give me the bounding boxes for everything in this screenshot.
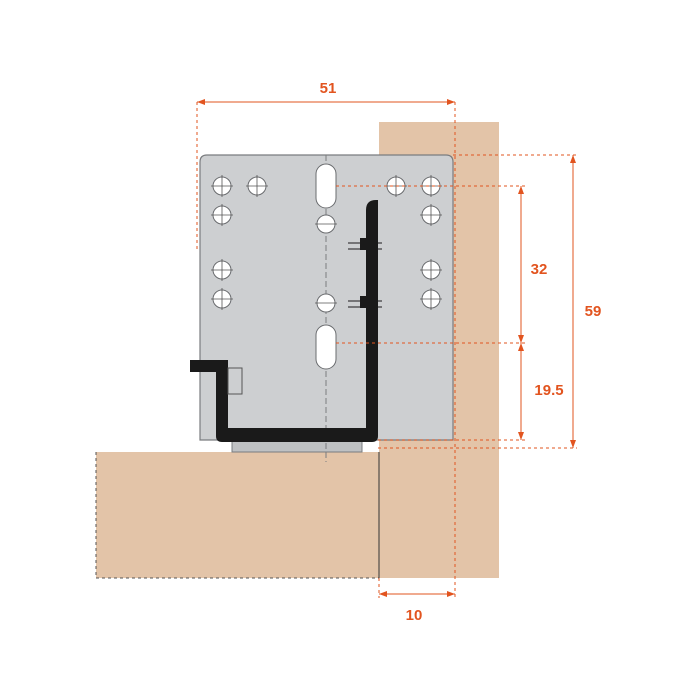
dimension-total-height-label: 59: [585, 303, 602, 320]
slot-hole: [315, 324, 337, 370]
slot-hole: [315, 163, 337, 209]
cabinet-bottom-panel: [96, 452, 499, 578]
dimension-offset-label: 10: [406, 607, 423, 624]
dimension-hole-spacing-label: 32: [531, 261, 548, 278]
l-bracket: [190, 200, 382, 442]
dimension-lines: [196, 101, 577, 598]
dimension-width-label: 51: [320, 80, 337, 97]
dimension-bottom-to-hole-label: 19.5: [534, 382, 563, 399]
dimension-arrows: [197, 99, 576, 597]
bottom-panel-hidden-edge: [95, 452, 379, 579]
